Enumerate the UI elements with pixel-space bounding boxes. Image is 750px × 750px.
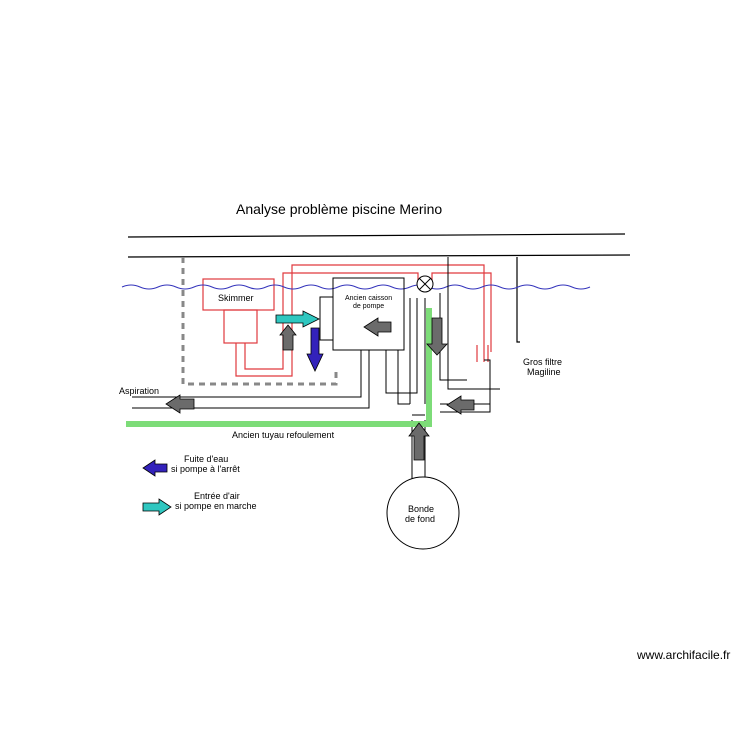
flow-arrow-icon [363,317,392,337]
pump-box-label: Ancien caisson [345,295,392,302]
watermark: www.archifacile.fr [636,648,730,662]
pool-deck [127,233,631,343]
diagram-title: Analyse problème piscine Merino [236,201,442,217]
aspiration-label: Aspiration [119,386,159,396]
leak-arrow-icon [142,459,168,477]
filter-label: Gros filtre [523,357,562,367]
drain-label: Bonde [408,504,434,514]
legend-air-label: si pompe en marche [175,501,257,511]
filter-label: Magiline [527,367,561,377]
drain-label: de fond [405,514,435,524]
air-arrow-icon [275,310,320,328]
pump-box-label: de pompe [353,303,384,310]
flow-arrow-icon [426,317,448,356]
bottom-drain [386,476,460,550]
old-outlet-label: Ancien tuyau refoulement [232,430,335,440]
legend-leak-label: Fuite d'eau [184,454,228,464]
legend-leak-label: si pompe à l'arrêt [171,464,240,474]
valve-icon [416,275,434,293]
skimmer-label: Skimmer [218,293,254,303]
air-arrow-icon [142,498,172,516]
flow-arrow-icon [446,395,475,415]
dashed-old-pipe [181,257,338,386]
leak-arrow-icon [306,327,324,372]
legend-air-label: Entrée d'air [194,491,240,501]
flow-arrow-icon [165,394,195,414]
flow-arrow-icon [408,422,430,461]
water-surface [121,284,591,290]
flow-arrows [165,317,475,461]
flow-arrow-icon [279,324,297,351]
